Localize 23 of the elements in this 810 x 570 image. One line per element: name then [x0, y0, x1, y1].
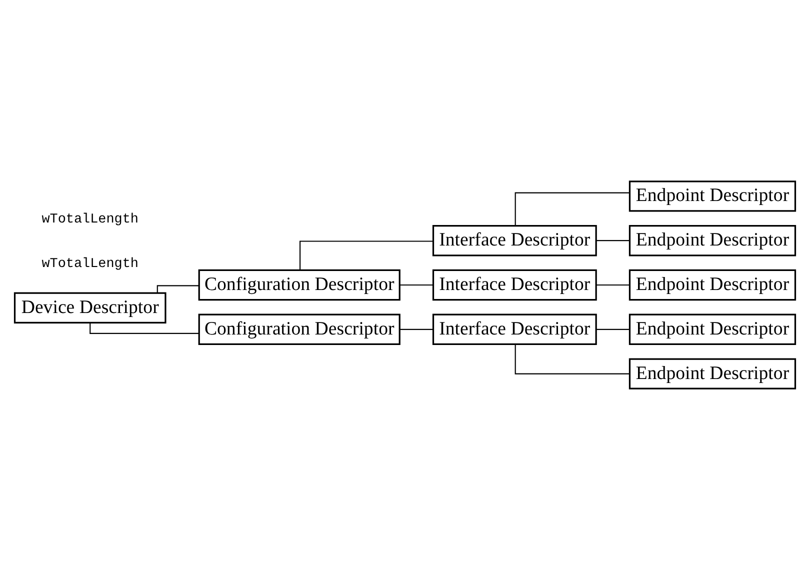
node-box: Configuration Descriptor: [198, 269, 400, 301]
node-box: Interface Descriptor: [432, 224, 597, 256]
connector: [400, 284, 433, 286]
connector: [596, 328, 630, 330]
connector: [400, 328, 433, 330]
connector: [514, 344, 630, 374]
label: wTotalLength: [42, 212, 138, 228]
connector: [596, 284, 630, 286]
label: wTotalLength: [42, 256, 138, 272]
node-box: Endpoint Descriptor: [628, 224, 796, 256]
connector: [596, 240, 630, 242]
node-box: Interface Descriptor: [432, 314, 597, 346]
node-box: Endpoint Descriptor: [628, 314, 796, 346]
node-box: Endpoint Descriptor: [628, 180, 796, 212]
node-box: Endpoint Descriptor: [628, 269, 796, 301]
node-box: Configuration Descriptor: [198, 314, 400, 346]
node-box: Endpoint Descriptor: [628, 358, 796, 390]
node-box: Device Descriptor: [14, 292, 166, 324]
connector: [300, 240, 433, 270]
connector: [156, 285, 199, 293]
connector: [514, 192, 630, 226]
connector: [90, 323, 200, 334]
node-box: Interface Descriptor: [432, 269, 597, 301]
